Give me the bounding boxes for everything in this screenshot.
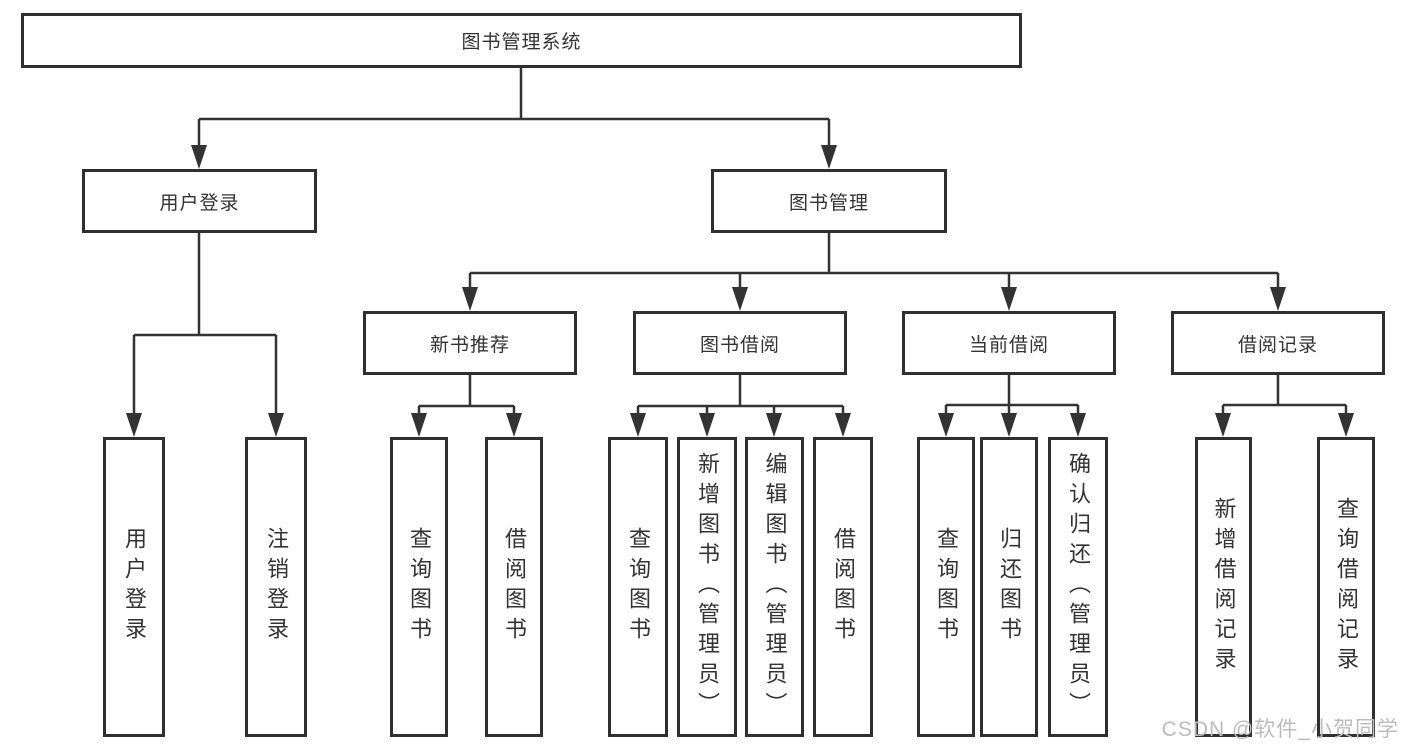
leaf-query-borrow-record: 查询借阅记录 xyxy=(1317,437,1375,737)
node-label: 查询图书 xyxy=(626,527,651,647)
leaf-query-books-borrow: 查询图书 xyxy=(608,437,668,737)
node-label: 新增图书（管理员） xyxy=(695,452,720,722)
leaf-borrow-books-recommend: 借阅图书 xyxy=(485,437,543,737)
node-label: 图书管理系统 xyxy=(461,32,582,53)
node-label: 归还图书 xyxy=(997,527,1022,647)
node-label: 用户登录 xyxy=(159,192,240,214)
node-book-borrow: 图书借阅 xyxy=(633,311,847,375)
node-label: 确认归还（管理员） xyxy=(1066,452,1091,722)
node-label: 用户登录 xyxy=(122,527,147,647)
node-label: 查询图书 xyxy=(934,527,959,647)
node-current-borrow: 当前借阅 xyxy=(902,311,1116,375)
node-book-management: 图书管理 xyxy=(711,169,947,233)
leaf-edit-books-admin: 编辑图书（管理员） xyxy=(745,437,804,737)
node-label: 借阅图书 xyxy=(831,527,856,647)
leaf-add-borrow-record: 新增借阅记录 xyxy=(1195,437,1252,737)
node-borrow-record: 借阅记录 xyxy=(1171,311,1385,375)
leaf-logout: 注销登录 xyxy=(245,437,307,737)
node-label: 借阅图书 xyxy=(502,527,527,647)
node-new-book-recommend: 新书推荐 xyxy=(363,311,577,375)
node-label: 新书推荐 xyxy=(429,334,510,356)
leaf-query-books-recommend: 查询图书 xyxy=(390,437,448,737)
node-label: 当前借阅 xyxy=(968,334,1049,356)
node-label: 查询图书 xyxy=(407,527,432,647)
leaf-add-books-admin: 新增图书（管理员） xyxy=(677,437,737,737)
node-label: 图书管理 xyxy=(788,192,869,214)
node-library-system: 图书管理系统 xyxy=(21,13,1022,68)
csdn-watermark: CSDN @软件_小贺同学 xyxy=(1161,718,1399,741)
node-user-login: 用户登录 xyxy=(82,169,317,233)
leaf-borrow-books: 借阅图书 xyxy=(813,437,873,737)
leaf-confirm-return-admin: 确认归还（管理员） xyxy=(1048,437,1108,737)
node-label: 图书借阅 xyxy=(699,334,780,356)
node-label: 查询借阅记录 xyxy=(1334,497,1359,677)
node-label: 新增借阅记录 xyxy=(1211,497,1237,677)
leaf-user-login: 用户登录 xyxy=(103,437,165,737)
leaf-return-books: 归还图书 xyxy=(980,437,1038,737)
node-label: 借阅记录 xyxy=(1237,334,1318,356)
node-label: 编辑图书（管理员） xyxy=(762,452,788,722)
leaf-query-books-current: 查询图书 xyxy=(917,437,975,737)
node-label: 注销登录 xyxy=(264,527,289,647)
